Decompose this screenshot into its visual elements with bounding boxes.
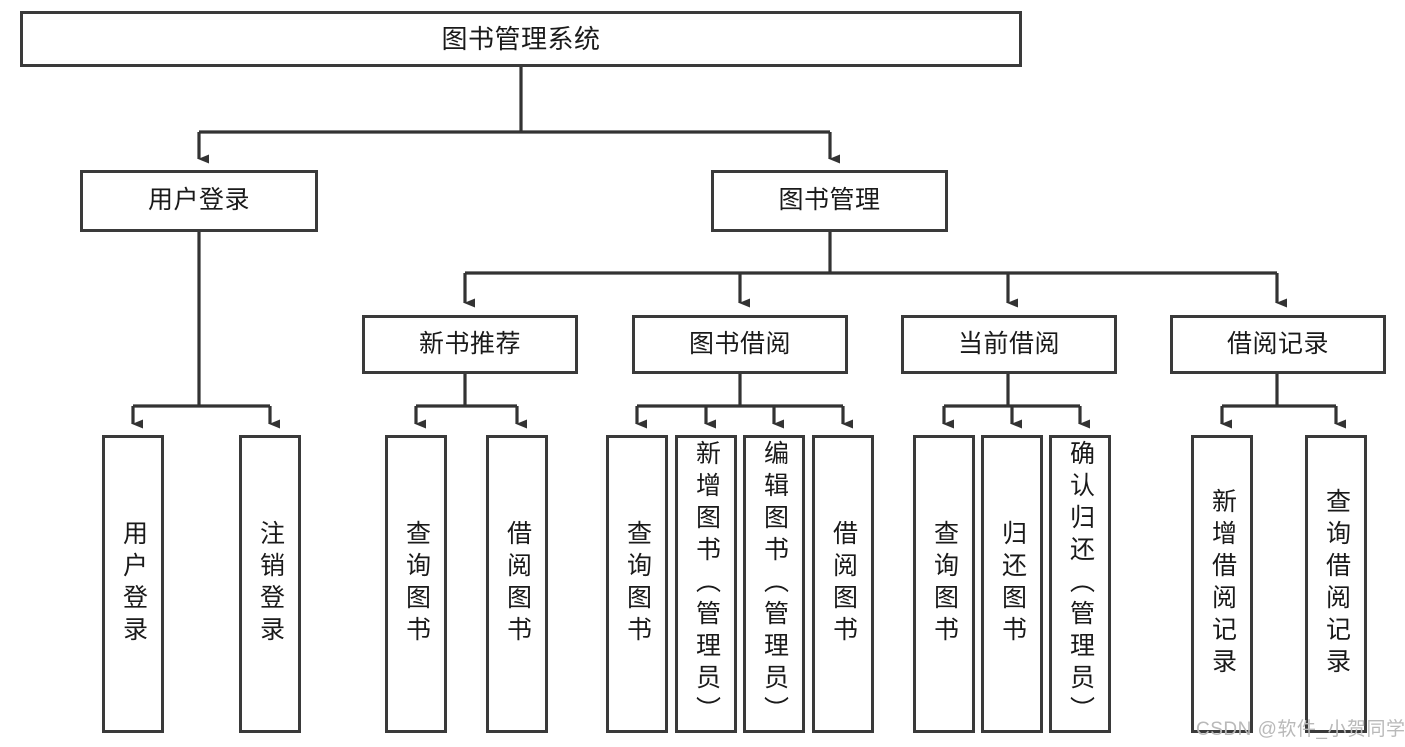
node-current-borrow[interactable]: 当前借阅 bbox=[901, 315, 1117, 374]
node-book-borrow-label: 图书借阅 bbox=[688, 329, 791, 358]
node-leaf-add-book-label: 新增图书（管理员） bbox=[692, 440, 721, 728]
node-leaf-logout[interactable]: 注销登录 bbox=[239, 435, 301, 733]
node-leaf-return-book[interactable]: 归还图书 bbox=[981, 435, 1043, 733]
node-leaf-return-book-label: 归还图书 bbox=[998, 520, 1027, 648]
csdn-watermark: CSDN @软件_小贺同学 bbox=[1196, 719, 1405, 740]
node-leaf-query-book-c[interactable]: 查询图书 bbox=[913, 435, 975, 733]
node-leaf-borrow-book-b-label: 借阅图书 bbox=[829, 520, 858, 648]
node-leaf-query-record[interactable]: 查询借阅记录 bbox=[1305, 435, 1367, 733]
node-leaf-query-book-a-label: 查询图书 bbox=[402, 520, 431, 648]
node-leaf-add-book[interactable]: 新增图书（管理员） bbox=[675, 435, 737, 733]
node-book-manage[interactable]: 图书管理 bbox=[711, 170, 948, 232]
node-leaf-add-record-label: 新增借阅记录 bbox=[1208, 488, 1237, 680]
node-leaf-query-book-c-label: 查询图书 bbox=[930, 520, 959, 648]
node-current-borrow-label: 当前借阅 bbox=[957, 329, 1060, 358]
node-leaf-query-record-label: 查询借阅记录 bbox=[1322, 488, 1351, 680]
node-book-borrow[interactable]: 图书借阅 bbox=[632, 315, 848, 374]
node-leaf-confirm-return[interactable]: 确认归还（管理员） bbox=[1049, 435, 1111, 733]
node-borrow-record-label: 借阅记录 bbox=[1226, 329, 1329, 358]
node-user-login-label: 用户登录 bbox=[147, 186, 250, 215]
node-leaf-confirm-return-label: 确认归还（管理员） bbox=[1066, 440, 1095, 728]
node-leaf-user-login-label: 用户登录 bbox=[119, 520, 148, 648]
node-leaf-borrow-book-b[interactable]: 借阅图书 bbox=[812, 435, 874, 733]
node-leaf-user-login[interactable]: 用户登录 bbox=[102, 435, 164, 733]
node-user-login[interactable]: 用户登录 bbox=[80, 170, 318, 232]
node-leaf-logout-label: 注销登录 bbox=[256, 520, 285, 648]
node-new-book-rec-label: 新书推荐 bbox=[418, 329, 521, 358]
node-new-book-rec[interactable]: 新书推荐 bbox=[362, 315, 578, 374]
node-leaf-query-book-a[interactable]: 查询图书 bbox=[385, 435, 447, 733]
node-borrow-record[interactable]: 借阅记录 bbox=[1170, 315, 1386, 374]
node-leaf-borrow-book-a-label: 借阅图书 bbox=[503, 520, 532, 648]
node-leaf-edit-book[interactable]: 编辑图书（管理员） bbox=[743, 435, 805, 733]
node-leaf-query-book-b-label: 查询图书 bbox=[623, 520, 652, 648]
node-leaf-add-record[interactable]: 新增借阅记录 bbox=[1191, 435, 1253, 733]
node-leaf-edit-book-label: 编辑图书（管理员） bbox=[760, 440, 789, 728]
node-book-manage-label: 图书管理 bbox=[778, 186, 881, 215]
node-root-label: 图书管理系统 bbox=[441, 23, 601, 54]
node-leaf-borrow-book-a[interactable]: 借阅图书 bbox=[486, 435, 548, 733]
node-root[interactable]: 图书管理系统 bbox=[20, 11, 1022, 67]
node-leaf-query-book-b[interactable]: 查询图书 bbox=[606, 435, 668, 733]
